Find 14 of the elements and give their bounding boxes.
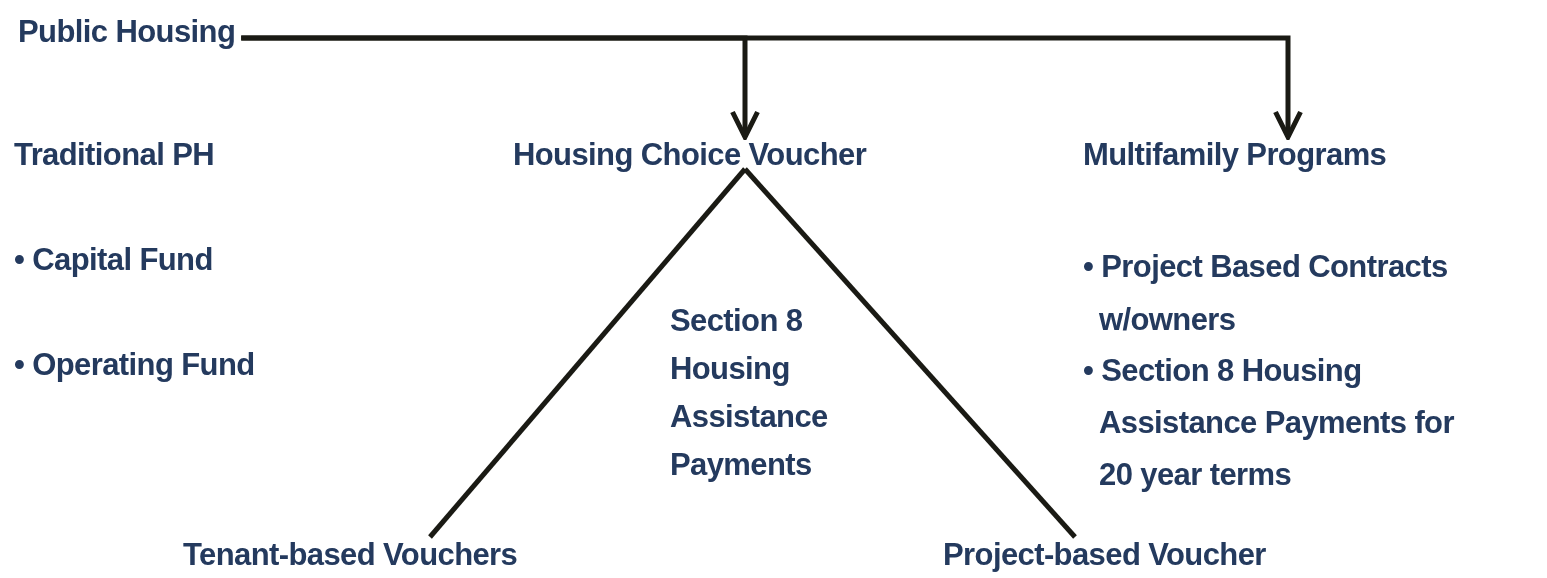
list-item: • Capital Fund [14, 241, 214, 279]
list-item: Section 8 Housing Assistance Payments [670, 302, 829, 484]
connector-line [428, 167, 747, 539]
node-label: Tenant-based Vouchers [183, 535, 518, 575]
connector-line [743, 167, 1077, 539]
list-item: • Operating Fund [14, 346, 256, 384]
column-heading: Traditional PH [14, 136, 216, 174]
arrow [241, 35, 1303, 140]
node-label: Public Housing [18, 12, 236, 52]
node-label: Housing Choice Voucher [513, 135, 867, 175]
node-label: Project-based Voucher [943, 535, 1266, 575]
list-item: • Section 8 Housing Assistance Payments for 20 year terms [1083, 352, 1455, 494]
node-label: Multifamily Programs [1083, 135, 1387, 175]
list-item: • Project Based Contracts w/owners [1083, 248, 1449, 339]
